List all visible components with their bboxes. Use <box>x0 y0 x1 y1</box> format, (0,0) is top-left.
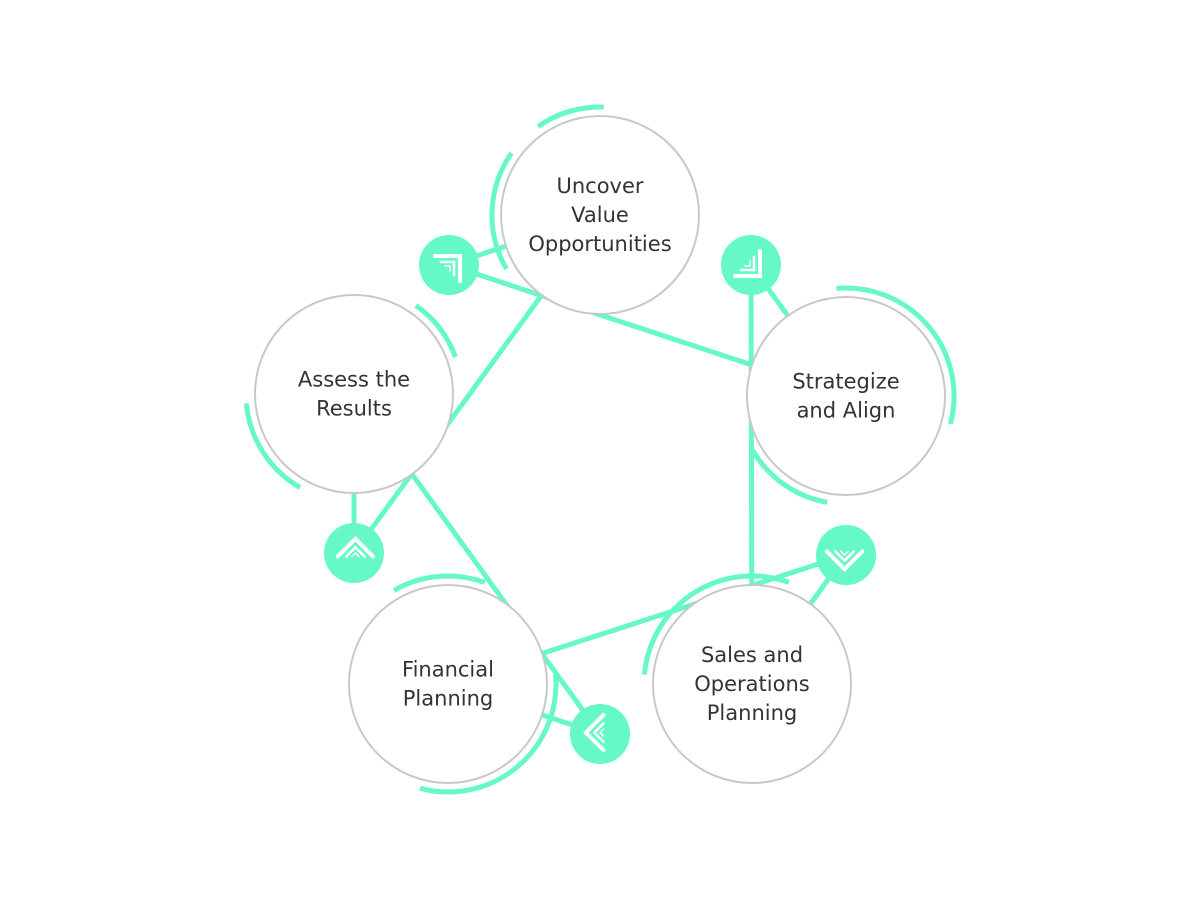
connector-dot <box>419 235 479 295</box>
connector-dot <box>816 525 876 585</box>
node-label-line: Assess the <box>298 368 410 392</box>
connector-node <box>816 525 876 585</box>
node-circle <box>652 584 852 784</box>
node-label-line: Results <box>316 397 392 421</box>
node-label-line: Planning <box>707 701 797 725</box>
connector-icons-layer <box>324 235 876 764</box>
chevron-arrow-icon <box>733 249 762 278</box>
chevron-arrow-icon <box>335 536 376 559</box>
connector-dot <box>570 704 630 764</box>
connector-node <box>721 235 781 295</box>
accent-arc <box>836 285 957 425</box>
node-circle <box>500 115 700 315</box>
accent-arc <box>641 573 790 675</box>
connector-node <box>419 235 479 295</box>
chevron-arrow-icon <box>433 254 462 283</box>
accent-arc <box>489 151 514 271</box>
accent-arc <box>536 104 604 129</box>
connector-node <box>570 704 630 764</box>
accent-arcs-layer <box>243 104 957 795</box>
chevron-arrow-icon <box>583 712 606 753</box>
node-label-line: and Align <box>797 399 896 423</box>
chevron-arrow-icon <box>824 549 865 572</box>
node-label-line: Planning <box>403 687 493 711</box>
accent-arc <box>392 573 486 593</box>
node-label-line: Financial <box>402 658 494 682</box>
node-label-line: Sales and <box>701 643 803 667</box>
accent-arc <box>243 403 302 490</box>
cycle-node-strategize: Strategize and Align <box>746 296 946 496</box>
connector-dot <box>721 235 781 295</box>
node-circle <box>254 294 454 494</box>
node-label-line: Value <box>571 203 629 227</box>
accent-arc <box>414 303 458 358</box>
node-label-line: Uncover <box>556 174 643 198</box>
node-circle <box>348 584 548 784</box>
node-label-line: Opportunities <box>528 232 671 256</box>
node-label-line: Strategize <box>792 370 899 394</box>
connector-node <box>324 523 384 583</box>
accent-arc <box>419 674 559 795</box>
accent-arc <box>750 448 828 505</box>
node-circle <box>746 296 946 496</box>
connector-dot <box>324 523 384 583</box>
node-label-line: Operations <box>694 672 809 696</box>
